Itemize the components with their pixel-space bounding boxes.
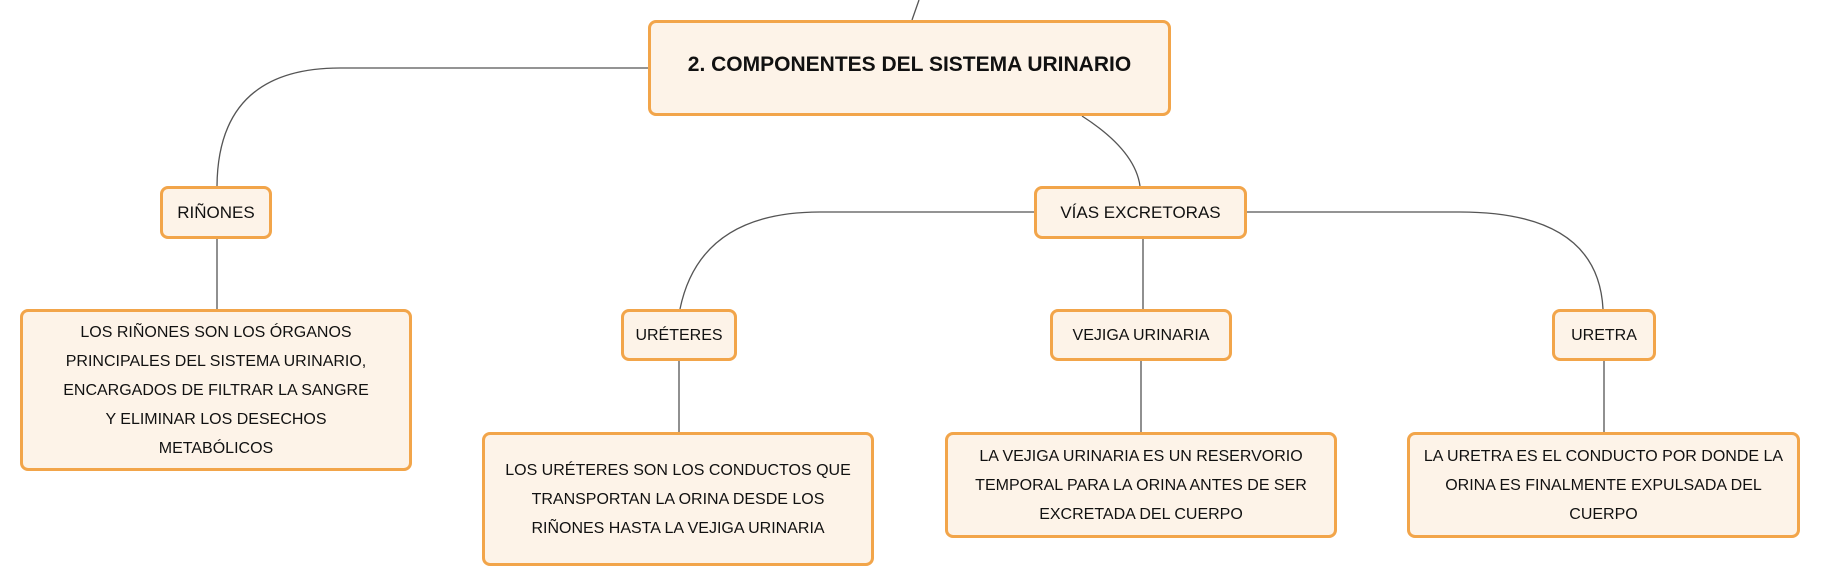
vias-excretoras-label: VÍAS EXCRETORAS (1060, 203, 1221, 222)
connector-parent-to-main (911, 0, 920, 21)
vias-excretoras-node[interactable]: VÍAS EXCRETORAS (1034, 186, 1247, 239)
rinones-node[interactable]: RIÑONES (160, 186, 272, 239)
vejiga-description: LA VEJIGA URINARIA ES UN RESERVORIO TEMP… (975, 447, 1307, 523)
connector-vias-to-uretra (1247, 211, 1604, 310)
ureteres-node[interactable]: URÉTERES (621, 309, 737, 361)
rinones-description: LOS RIÑONES SON LOS ÓRGANOS PRINCIPALES … (63, 323, 369, 457)
uretra-node[interactable]: URETRA (1552, 309, 1656, 361)
main-topic-label: 2. COMPONENTES DEL SISTEMA URINARIO (687, 52, 1132, 76)
rinones-label: RIÑONES (177, 203, 255, 222)
uretra-description-node[interactable]: LA URETRA ES EL CONDUCTO POR DONDE LA OR… (1407, 432, 1800, 538)
ureteres-label: URÉTERES (635, 326, 723, 344)
main-topic-node[interactable]: 2. COMPONENTES DEL SISTEMA URINARIO (648, 20, 1171, 116)
connector-main-to-vias (1081, 115, 1141, 187)
rinones-description-node[interactable]: LOS RIÑONES SON LOS ÓRGANOS PRINCIPALES … (20, 309, 412, 471)
uretra-description: LA URETRA ES EL CONDUCTO POR DONDE LA OR… (1423, 447, 1784, 523)
vejiga-node[interactable]: VEJIGA URINARIA (1050, 309, 1232, 361)
vejiga-description-node[interactable]: LA VEJIGA URINARIA ES UN RESERVORIO TEMP… (945, 432, 1337, 538)
ureteres-description-node[interactable]: LOS URÉTERES SON LOS CONDUCTOS QUE TRANS… (482, 432, 874, 566)
ureteres-description: LOS URÉTERES SON LOS CONDUCTOS QUE TRANS… (505, 461, 851, 537)
uretra-label: URETRA (1571, 326, 1637, 344)
connector-vias-to-ureteres (679, 211, 1034, 310)
vejiga-label: VEJIGA URINARIA (1072, 326, 1210, 344)
connector-main-to-rinones (216, 67, 648, 187)
